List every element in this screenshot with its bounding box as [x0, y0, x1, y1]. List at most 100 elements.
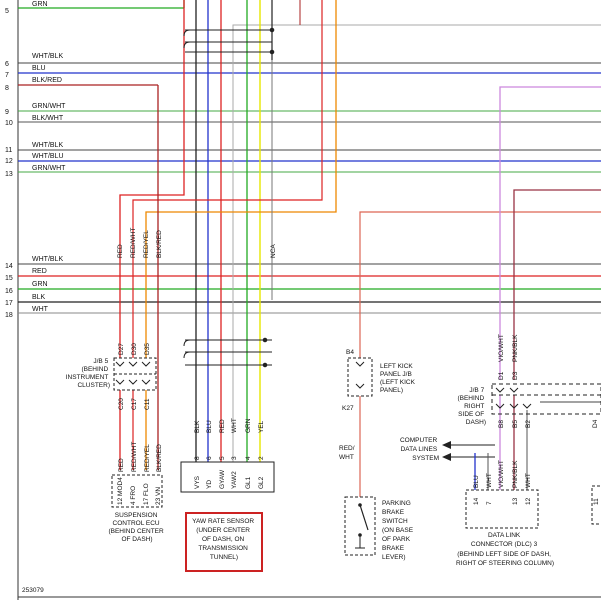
- ecu-pin: 17 FLO: [143, 483, 150, 505]
- wire-label: GRN: [32, 281, 48, 288]
- dlc-top-pin: D3: [512, 371, 519, 380]
- dlc-bottom-wire-label: VIO/WHT: [498, 460, 505, 488]
- jb7-connector: [491, 383, 601, 415]
- right-edge-partial-box: [591, 485, 601, 525]
- dlc-wires: [474, 86, 601, 505]
- jb7-pin: B2: [525, 420, 532, 428]
- wire-num: 7: [5, 72, 9, 79]
- yaw-wire-label: WHT: [231, 418, 238, 433]
- wire-label: WHT/BLK: [32, 142, 63, 149]
- right-edge-label: 11: [593, 498, 600, 505]
- top-vertical-wires: [119, 0, 601, 470]
- susp-wire-label: RED/YEL: [143, 230, 150, 258]
- yaw-pin: 2: [258, 456, 265, 460]
- computer-data-lines-label: COMPUTER DATA LINES SYSTEM: [400, 437, 439, 462]
- susp-wire-label: RED: [117, 244, 124, 258]
- wire-label: WHT/BLU: [32, 153, 64, 160]
- dlc-bottom-wire-label: PNK/BLK: [512, 460, 519, 488]
- yaw-sensor-label: YAW RATE SENSOR (UNDER CENTER OF DASH, O…: [192, 518, 256, 561]
- jb5-connector: [113, 315, 157, 470]
- susp-wire-label: RED/WHT: [130, 228, 137, 258]
- jb5-pin: C17: [131, 398, 138, 410]
- yaw-wire-label: GRN: [245, 418, 252, 433]
- wire-num: 9: [5, 109, 9, 116]
- wire-label: GRN/WHT: [32, 103, 66, 110]
- wire-label: WHT: [32, 306, 49, 313]
- dlc-label: DATA LINK CONNECTOR (DLC) 3 (BEHIND LEFT…: [456, 532, 554, 567]
- dlc-bottom-wire-label: WHT: [525, 473, 532, 488]
- jb5-pin: D27: [118, 343, 125, 355]
- parking-brake-switch: [344, 496, 376, 556]
- left-wire-group: [18, 7, 601, 314]
- jb5-pin: D30: [131, 343, 138, 355]
- yaw-wire-label: BLK: [194, 420, 201, 433]
- left-kick-jb-label: LEFT KICK PANEL J/B (LEFT KICK PANEL): [380, 363, 417, 394]
- wire-label: BLK/WHT: [32, 115, 64, 122]
- data-lines-arrows: [442, 441, 495, 461]
- yaw-terminal: VYS: [194, 475, 201, 489]
- wire-num: 13: [5, 171, 13, 178]
- wire-num: 15: [5, 275, 13, 282]
- jb5-pin: C11: [144, 398, 151, 410]
- wire-label: BLU: [32, 65, 46, 72]
- wire-num: 5: [5, 8, 9, 15]
- dlc-top-pin: D1: [498, 371, 505, 380]
- wire-num: 11: [5, 147, 12, 154]
- dlc-pin: 7: [486, 501, 493, 505]
- yaw-terminal: GL2: [258, 476, 265, 489]
- yaw-terminal: YD: [206, 480, 213, 489]
- yaw-terminal: GYAW: [219, 469, 226, 489]
- susp-wire-label: BLK/RED: [156, 230, 163, 258]
- suspension-ecu-box: [111, 474, 163, 508]
- yaw-terminal: YAW2: [231, 471, 238, 489]
- yaw-wire-label: YEL: [258, 420, 265, 433]
- yaw-pin: 4: [245, 456, 252, 460]
- jb7-label: J/B 7 (BEHIND RIGHT SIDE OF DASH): [457, 387, 486, 426]
- dlc-bottom-wire-label: BLU: [473, 475, 480, 488]
- ecu-wire-label: RED/WHT: [131, 442, 138, 472]
- wire-label: GRN/WHT: [32, 165, 66, 172]
- wire-label: GRN: [32, 1, 48, 8]
- nca-label: NCA: [270, 244, 277, 258]
- pb-connector-top: B4: [346, 349, 354, 356]
- wire-label: WHT/BLK: [32, 256, 63, 263]
- ecu-pin: 12 MOD4: [117, 477, 124, 505]
- ecu-pin: 4 FRO: [130, 486, 137, 505]
- yaw-pin: 5: [219, 456, 226, 460]
- yaw-wire-label: RED: [219, 419, 226, 433]
- dlc-top-wire-label: VIO/WHT: [498, 334, 505, 362]
- yaw-pin: 3: [231, 456, 238, 460]
- dlc-bottom-wire-label: WHT: [486, 473, 493, 488]
- parking-brake-label: PARKING BRAKE SWITCH (ON BASE OF PARK BR…: [382, 500, 415, 561]
- jb5-pin: C20: [118, 398, 125, 410]
- wire-num: 12: [5, 158, 13, 165]
- pb-connector-bottom: K27: [342, 405, 354, 412]
- yaw-wire-label: BLU: [206, 420, 213, 433]
- right-edge-label: D4: [592, 419, 599, 428]
- jb7-pin: B5: [512, 420, 519, 428]
- figure-id: 253079: [22, 587, 44, 594]
- jb5-label: J/B 5 (BEHIND INSTRUMENT CLUSTER): [66, 358, 110, 389]
- yaw-pin: 6: [206, 456, 213, 460]
- dlc-pin: 13: [512, 497, 519, 505]
- yaw-mid-connector: [183, 337, 272, 368]
- suspension-ecu-label: SUSPENSION CONTROL ECU (BEHIND CENTER OF…: [108, 512, 165, 543]
- wire-num: 6: [5, 61, 9, 68]
- wire-label: RED: [32, 268, 47, 275]
- ecu-wire-label: RED/YEL: [144, 444, 151, 472]
- pb-wire-label: RED/ WHT: [339, 445, 356, 461]
- jb7-pin: B8: [498, 420, 505, 428]
- ecu-pin: 23 VN: [155, 487, 162, 505]
- yaw-sensor-highlight: [185, 512, 263, 572]
- wire-label: BLK: [32, 294, 46, 301]
- dlc-top-wire-label: PNK/BLK: [512, 334, 519, 362]
- wire-label: WHT/BLK: [32, 53, 63, 60]
- wire-num: 10: [5, 120, 13, 127]
- dlc-box: [465, 489, 539, 529]
- top-connector: [183, 27, 275, 55]
- dlc-pin: 14: [473, 497, 480, 505]
- jb5-pin: D35: [144, 343, 151, 355]
- wire-num: 16: [5, 288, 13, 295]
- wire-num: 8: [5, 85, 9, 92]
